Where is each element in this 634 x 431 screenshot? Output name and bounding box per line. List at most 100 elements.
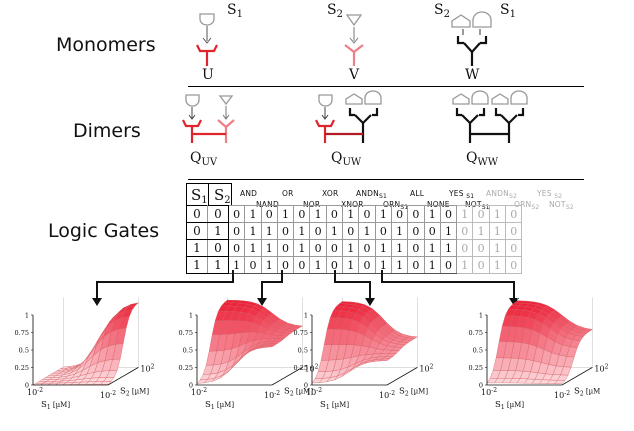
output-cell: 1 xyxy=(488,222,507,240)
output-cell: 1 xyxy=(244,239,262,257)
plot-and-y-tick-high: 102 xyxy=(140,363,154,373)
v-signal-label: S2 xyxy=(327,2,343,20)
plot-and-s1-axis-label: S1 [µM] xyxy=(41,400,70,411)
output-cell: 0 xyxy=(293,205,311,223)
gate-label-orn-s2: ORNS2 xyxy=(514,200,540,211)
dimer-quw-label: QUW xyxy=(331,150,362,168)
output-cell: 1 xyxy=(293,222,311,240)
plot-and-z-tick-label: 0 xyxy=(25,382,29,390)
plot-xor-backpanel xyxy=(342,297,418,368)
plot-and-y-tick-low: 10-2 xyxy=(100,390,116,400)
plot-or-z-tick-label: 0 xyxy=(189,382,193,390)
arrow-plot-3-head xyxy=(365,298,375,306)
input-s2-cell: 0 xyxy=(207,239,229,257)
output-cell: 1 xyxy=(472,222,490,240)
output-cell: 1 xyxy=(439,239,458,257)
input-s1-cell: 1 xyxy=(186,256,208,274)
plot-xor-z-tick-label: 0 xyxy=(304,382,308,390)
gate-label-nor: NOR xyxy=(303,200,321,209)
output-cell: 1 xyxy=(244,205,262,223)
output-cell: 1 xyxy=(439,222,458,240)
plot-yes-z-tick-label: 0.25 xyxy=(469,364,483,372)
gate-label-or: OR xyxy=(282,189,294,198)
output-cell: 1 xyxy=(276,205,295,223)
arrow-plot-1-head xyxy=(92,298,102,306)
plot-and-x-tick-low: 10-2 xyxy=(27,387,43,397)
gate-label-xor: XOR xyxy=(322,189,339,198)
arrow-plot-2 xyxy=(261,270,283,304)
plot-or-y-axis xyxy=(271,367,303,386)
output-cell: 1 xyxy=(325,222,344,240)
input-header-divider xyxy=(208,184,209,206)
output-cell: 0 xyxy=(407,239,425,257)
plot-xor-z-tick-label: 0.75 xyxy=(294,329,308,337)
output-cell: 0 xyxy=(505,222,523,240)
gate-label-xnor: XNOR xyxy=(341,200,364,209)
output-cell: 0 xyxy=(227,205,246,223)
input-s2-cell: 1 xyxy=(207,222,229,240)
dimers-schematics xyxy=(182,90,528,143)
output-cell: 0 xyxy=(325,205,344,223)
output-cell: 0 xyxy=(358,205,376,223)
plot-yes-s1-axis-label: S1 [µM] xyxy=(495,400,524,411)
plot-and-z-tick-label: 0.75 xyxy=(15,329,29,337)
input-s2-cell: 0 xyxy=(207,205,229,223)
monomers-schematics xyxy=(196,11,492,66)
output-cell: 1 xyxy=(244,222,262,240)
plot-or-z-tick-label: 0.25 xyxy=(179,364,193,372)
input-s1-cell: 0 xyxy=(186,205,208,223)
gate-label-andn-s1: ANDNS1 xyxy=(356,189,387,200)
plot-xor-s2-axis-label: S2 [µM] xyxy=(399,386,428,397)
plot-or-s1-axis-label: S1 [µM] xyxy=(205,400,234,411)
gate-label-andn-s2: ANDNS2 xyxy=(486,189,517,200)
plot-and-y-axis xyxy=(107,367,139,386)
output-cell: 1 xyxy=(342,239,360,257)
plot-xor-x-tick-low: 10-2 xyxy=(306,387,322,397)
output-cell: 0 xyxy=(358,239,376,257)
plot-or-z-tick-label: 0.75 xyxy=(179,329,193,337)
output-cell: 1 xyxy=(374,205,392,223)
plot-or-surface-cell xyxy=(264,344,276,348)
plot-or-s2-axis-label: S2 [µM] xyxy=(284,386,313,397)
gate-label-yes-s2: YES S2 xyxy=(537,189,563,200)
plot-yes-z-tick-label: 0 xyxy=(479,382,483,390)
logic-gates-title: Logic Gates xyxy=(48,220,160,242)
separator-dimers-gates xyxy=(188,179,584,180)
dimer-qww-glyph xyxy=(452,90,528,143)
plot-or-y-tick-high: 102 xyxy=(304,363,318,373)
input-header-s2: S2 xyxy=(214,186,231,206)
output-cell: 0 xyxy=(276,239,295,257)
plot-xor-surface-cell xyxy=(378,358,391,362)
arrow-plot-4 xyxy=(381,270,515,304)
output-cell: 0 xyxy=(505,256,523,274)
w-signal-s1-label: S1 xyxy=(500,2,516,20)
plot-or-z-tick-label: 1 xyxy=(189,312,193,320)
output-cell: 0 xyxy=(505,239,523,257)
output-cell: 1 xyxy=(358,222,376,240)
arrow-plot-1 xyxy=(96,270,234,304)
gate-label-and: AND xyxy=(240,189,258,198)
plot-and-s2-axis-label: S2 [µM] xyxy=(120,386,149,397)
output-cell: 0 xyxy=(227,222,246,240)
output-cell: 0 xyxy=(423,222,441,240)
dimers-title: Dimers xyxy=(73,120,141,142)
input-header-box xyxy=(186,183,232,206)
output-cell: 0 xyxy=(309,239,327,257)
output-cell: 0 xyxy=(244,256,262,274)
output-cell: 0 xyxy=(472,205,490,223)
monomer-u-label: U xyxy=(202,67,214,83)
output-cell: 0 xyxy=(325,239,344,257)
plot-yes-y-tick-high: 102 xyxy=(594,363,608,373)
output-cell: 0 xyxy=(260,205,278,223)
output-cell: 1 xyxy=(423,239,441,257)
monomer-w-glyph xyxy=(451,11,492,66)
output-cell: 0 xyxy=(407,205,425,223)
output-cell: 0 xyxy=(472,239,490,257)
output-cell: 0 xyxy=(342,222,360,240)
gate-label-all: ALL xyxy=(410,189,425,198)
plot-xor-z-tick-label: 0.25 xyxy=(294,364,308,372)
plot-xor-z-tick-label: 0.5 xyxy=(298,347,308,355)
